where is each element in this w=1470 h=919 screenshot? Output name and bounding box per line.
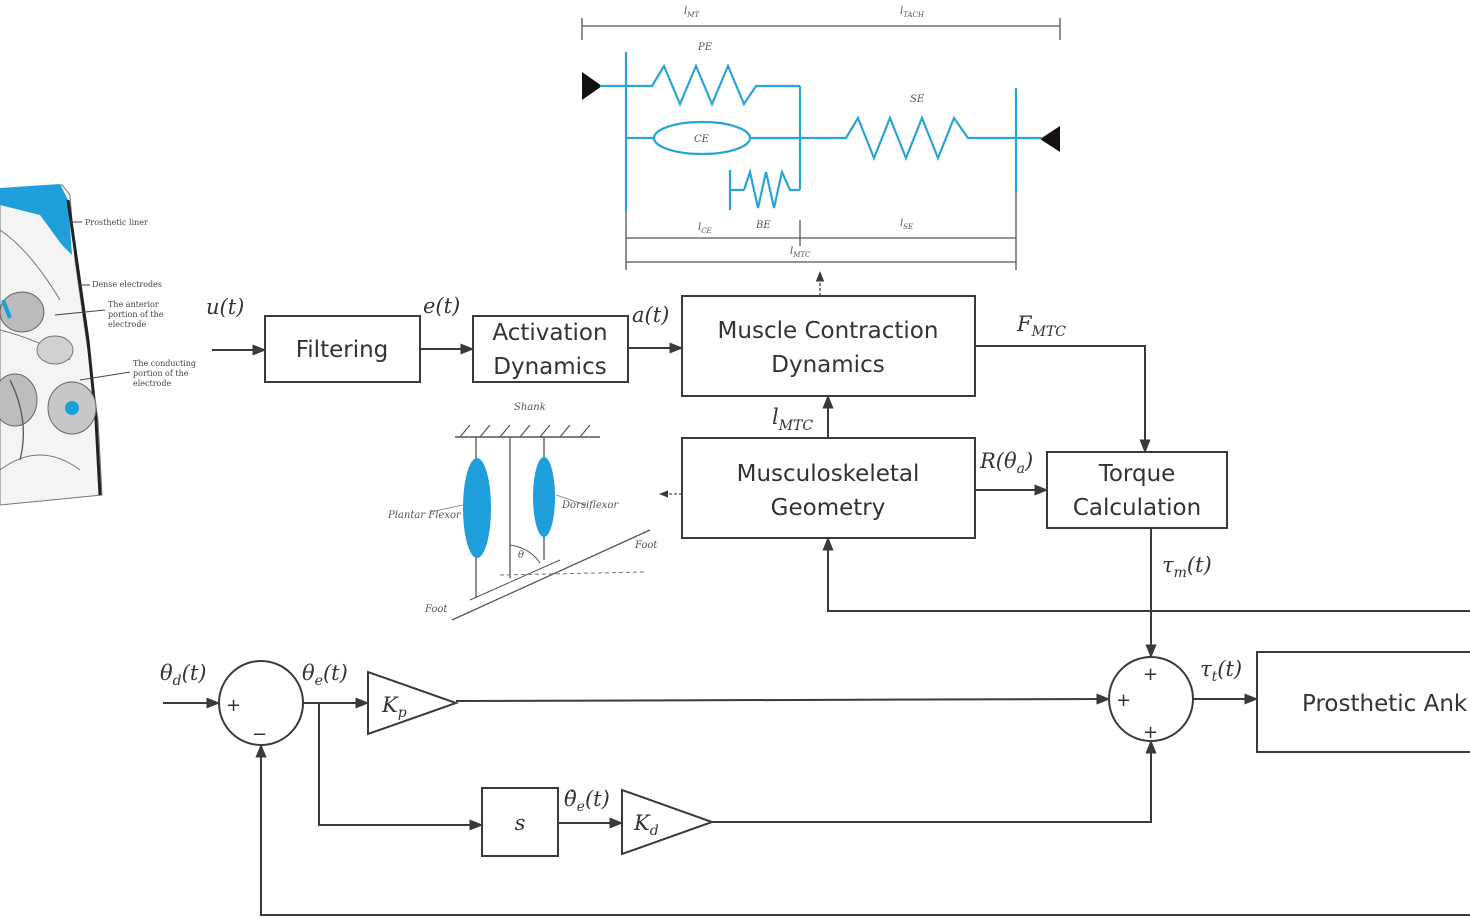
label-conducting-1: The conducting (133, 359, 196, 368)
signal-e: e(t) (423, 294, 460, 318)
right-bottom-plus: + (1143, 722, 1158, 743)
right-summing-junction: + + + (1108, 656, 1194, 743)
right-left-plus: + (1116, 690, 1131, 711)
label-plantar-flexor: Plantar Flexor (387, 510, 462, 521)
derivative-block: s (481, 787, 559, 857)
muscle-contraction-label-2: Dynamics (771, 352, 884, 378)
label-anterior-1: The anterior (108, 300, 159, 309)
label-ce: CE (694, 134, 710, 145)
torque-label-1: Torque (1098, 461, 1176, 487)
signal-l-mtc: lMTC (772, 405, 813, 434)
muscle-tendon-model: lMT lTACH PE CE BE SE lCE (581, 6, 1061, 296)
signal-f-mtc: FMTC (1016, 312, 1066, 340)
ankle-sketch: Shank Plantar Flexor Dorsiflexor θ Foot … (387, 402, 682, 621)
muscle-contraction-block: Muscle Contraction Dynamics (681, 295, 976, 397)
dim-l-tach: lTACH (900, 6, 925, 19)
label-prosthetic-liner: Prosthetic liner (85, 218, 148, 227)
limb-cross-section: Prosthetic liner Dense electrodes The an… (0, 184, 196, 506)
dim-l-se: lSE (900, 218, 913, 231)
right-top-plus: + (1143, 664, 1158, 685)
prosthetic-ankle-block: Prosthetic Ank (1256, 651, 1470, 753)
label-dorsiflexor: Dorsiflexor (561, 500, 619, 511)
left-plus-sign: + (226, 695, 241, 716)
signal-theta-e-dot: θ̇e(t) (564, 787, 610, 815)
filtering-label: Filtering (296, 337, 389, 363)
label-anterior-2: portion of the (108, 310, 164, 319)
signal-theta-d: θd(t) (160, 661, 206, 689)
dim-l-mt: lMT (684, 6, 700, 19)
label-shank: Shank (514, 402, 546, 413)
kd-label: Kd (633, 811, 659, 839)
filtering-block: Filtering (264, 315, 421, 383)
left-anchor-icon (582, 72, 602, 100)
activation-label-1: Activation (492, 320, 607, 346)
muscle-contraction-label-1: Muscle Contraction (718, 318, 939, 344)
signal-u: u(t) (206, 295, 244, 319)
signal-labels: u(t) e(t) a(t) FMTC lMTC R(θa) τm(t) τt(… (160, 294, 1242, 815)
signal-theta-e: θe(t) (302, 661, 348, 689)
left-minus-sign: − (252, 724, 267, 745)
musculoskeletal-label-1: Musculoskeletal (737, 461, 920, 487)
kd-gain: Kd (621, 788, 715, 856)
musculoskeletal-label-2: Geometry (771, 495, 886, 521)
label-anterior-3: electrode (108, 320, 146, 329)
label-be: BE (755, 220, 771, 231)
prosthetic-liner-shape (0, 184, 72, 255)
signal-r-theta: R(θa) (979, 449, 1033, 477)
kp-label: Kp (381, 693, 407, 721)
label-conducting-2: portion of the (133, 369, 189, 378)
kp-gain: Kp (367, 670, 460, 736)
signal-a: a(t) (632, 303, 669, 327)
dim-l-ce: lCE (698, 222, 712, 235)
signal-tau-m: τm(t) (1162, 553, 1212, 581)
dorsiflexor-muscle (533, 457, 555, 537)
activation-label-2: Dynamics (493, 354, 606, 380)
label-angle: θ (518, 550, 524, 561)
label-dense-electrodes: Dense electrodes (92, 280, 162, 289)
signal-wires (163, 342, 1470, 916)
label-se: SE (910, 94, 925, 105)
derivative-label: s (515, 811, 526, 835)
label-foot-left: Foot (424, 604, 448, 615)
right-anchor-icon (1040, 126, 1060, 152)
activation-dynamics-block: Activation Dynamics (472, 315, 629, 383)
prosthetic-label: Prosthetic Ank (1302, 691, 1468, 717)
torque-label-2: Calculation (1073, 495, 1201, 521)
dim-l-mtc: lMTC (790, 246, 811, 259)
musculoskeletal-block: Musculoskeletal Geometry (681, 437, 976, 539)
label-foot-right: Foot (634, 540, 658, 551)
plantar-flexor-muscle (463, 458, 491, 558)
signal-tau-t: τt(t) (1200, 657, 1242, 685)
label-pe: PE (697, 42, 713, 53)
label-conducting-3: electrode (133, 379, 171, 388)
left-summing-junction: + − (218, 660, 304, 746)
torque-calculation-block: Torque Calculation (1046, 451, 1228, 529)
